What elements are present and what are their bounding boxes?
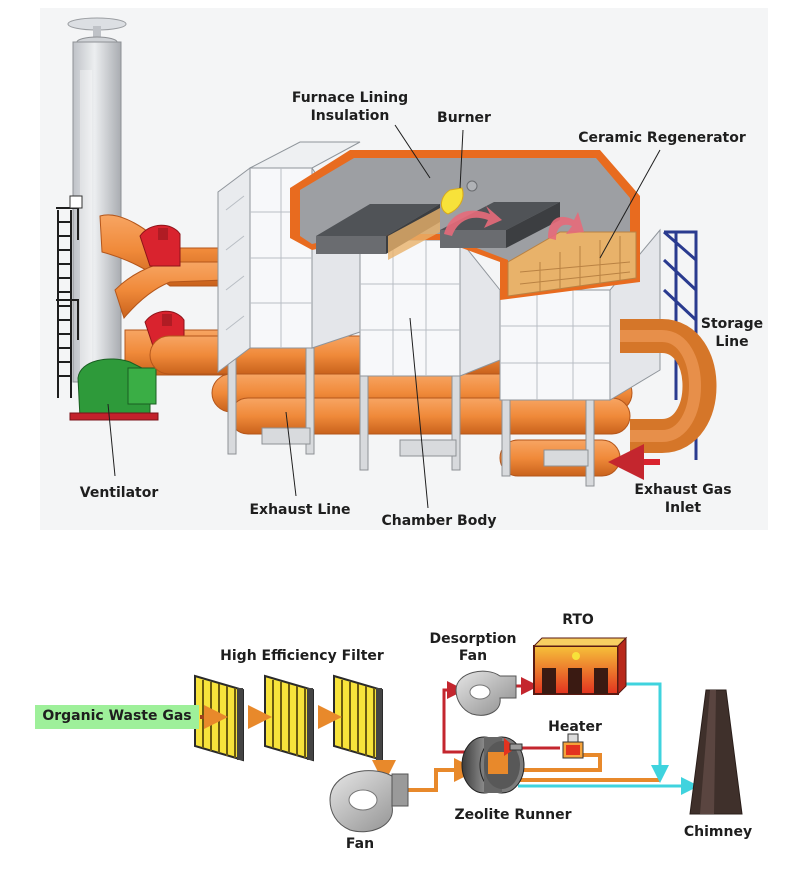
cyan-flow-lines <box>518 682 699 795</box>
label-ventilator: Ventilator <box>79 485 159 501</box>
label-burner: Burner <box>437 110 491 126</box>
label-fan: Fan <box>345 836 375 852</box>
organic-waste-gas-box <box>35 705 199 729</box>
chamber-legs <box>227 347 595 487</box>
filter-3 <box>333 674 383 762</box>
label-zeolite-runner: Zeolite Runner <box>454 807 572 823</box>
main-fan <box>329 770 409 833</box>
label-exhaust-gas-inlet-line1: Exhaust Gas <box>634 482 732 498</box>
heater-unit <box>562 733 584 759</box>
desorption-fan <box>455 670 517 716</box>
rto-unit <box>532 636 628 696</box>
filter-2 <box>264 674 314 762</box>
label-desorption-fan-line2: Fan <box>458 648 488 664</box>
label-storage-line-line2: Line <box>715 334 749 350</box>
label-rto: RTO <box>562 612 594 628</box>
label-storage-line: Storage Line <box>694 315 770 351</box>
label-high-efficiency-filter: High Efficiency Filter <box>220 648 384 664</box>
label-desorption-fan-line1: Desorption <box>429 631 517 647</box>
zeolite-runner <box>461 736 525 794</box>
label-heater: Heater <box>548 719 602 735</box>
chamber-panel-grid <box>225 168 610 400</box>
label-organic-waste-gas: Organic Waste Gas <box>42 708 192 724</box>
ventilator-unit <box>69 358 159 421</box>
label-storage-line-line1: Storage <box>700 316 764 332</box>
label-exhaust-line: Exhaust Line <box>249 502 351 518</box>
label-ceramic-regenerator: Ceramic Regenerator <box>578 130 746 146</box>
label-desorption-fan: Desorption Fan <box>422 631 524 665</box>
chimney-ladder <box>56 207 79 398</box>
label-chamber-body: Chamber Body <box>381 513 497 529</box>
top-leader-lines <box>107 124 661 509</box>
fan-upper <box>139 224 181 267</box>
label-furnace-lining-line2: Insulation <box>310 108 390 124</box>
label-furnace-lining: Furnace Lining Insulation <box>288 89 412 125</box>
furnace-cutaway <box>290 150 640 300</box>
label-chimney: Chimney <box>683 824 753 840</box>
label-furnace-lining-line1: Furnace Lining <box>291 90 409 106</box>
chimney-stack <box>689 689 743 815</box>
label-exhaust-gas-inlet: Exhaust Gas Inlet <box>628 481 738 517</box>
orange-flow-lines <box>200 705 660 792</box>
label-exhaust-gas-inlet-line2: Inlet <box>664 500 702 516</box>
stack-hatch <box>69 195 83 209</box>
